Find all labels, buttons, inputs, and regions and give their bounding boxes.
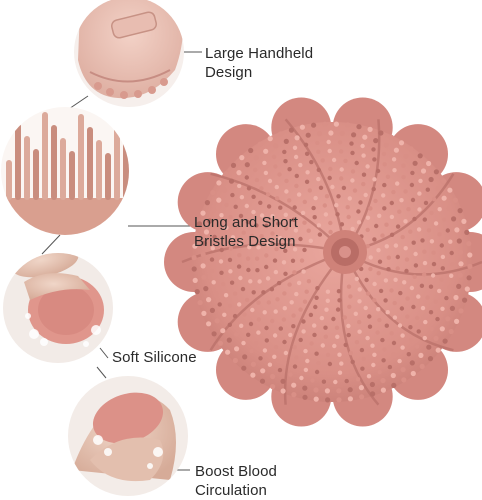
feature-label-silicone: Soft Silicone bbox=[112, 349, 197, 366]
feature-label-handheld: Large Handheld Design bbox=[205, 45, 314, 81]
feature-label-circulation: Boost Blood Circulation bbox=[195, 463, 277, 499]
handle-closeup-icon bbox=[74, 0, 184, 107]
silicone-body-scrubber-image bbox=[164, 97, 482, 427]
massage-hands-icon bbox=[68, 376, 188, 496]
hand-holding-scrubber-icon bbox=[3, 253, 113, 363]
bristles-closeup-icon bbox=[1, 107, 129, 235]
feature-label-bristles: Long and Short Bristles Design bbox=[194, 214, 298, 250]
